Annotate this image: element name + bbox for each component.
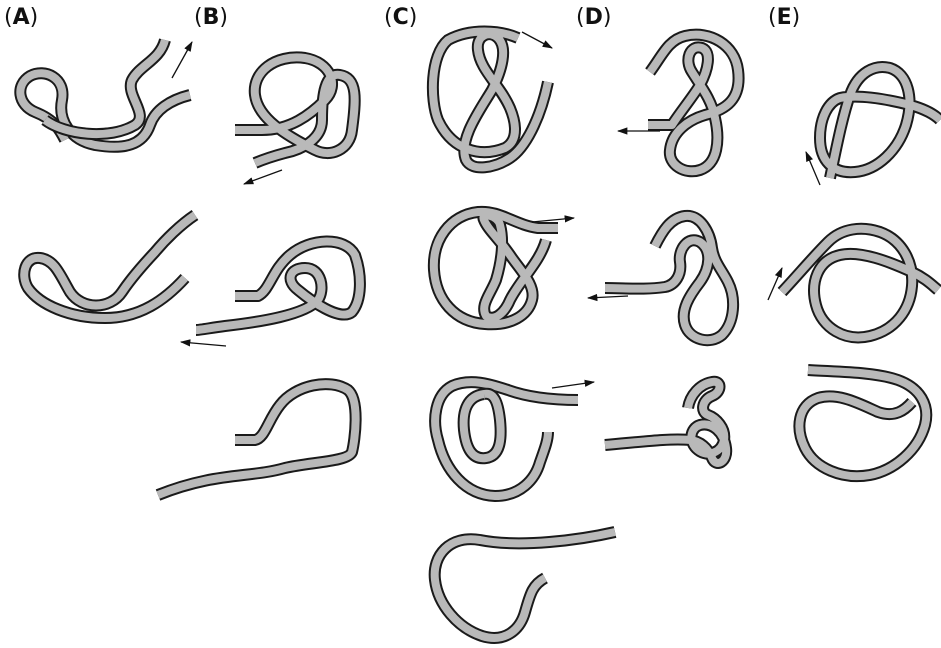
panel-label-e: (E) <box>768 5 800 30</box>
panel-d-step-1-knot <box>618 35 739 172</box>
panel-c-step-3-knot <box>435 382 594 496</box>
panel-c-step-1-knot <box>433 32 552 168</box>
panel-a-step-1-knot <box>20 40 192 147</box>
panel-d-step-2-knot <box>588 216 733 340</box>
panel-label-d: (D) <box>576 5 611 30</box>
panel-b-step-1-knot <box>235 57 355 184</box>
panel-e-step-3-knot <box>799 370 926 476</box>
panel-c-step-2-knot <box>434 212 574 324</box>
panel-b-step-2-knot <box>181 241 360 346</box>
panel-a-step-2-knot <box>24 215 195 318</box>
panel-b-step-3-knot <box>158 384 356 495</box>
panel-e-step-1-knot <box>806 67 940 185</box>
panel-c-step-4-knot <box>435 532 615 638</box>
panel-label-c: (C) <box>384 5 417 30</box>
panel-d-step-3-knot <box>605 382 726 463</box>
panel-label-b: (B) <box>194 5 228 30</box>
panel-e-step-2-knot <box>768 229 938 338</box>
panel-label-a: (A) <box>4 5 38 30</box>
